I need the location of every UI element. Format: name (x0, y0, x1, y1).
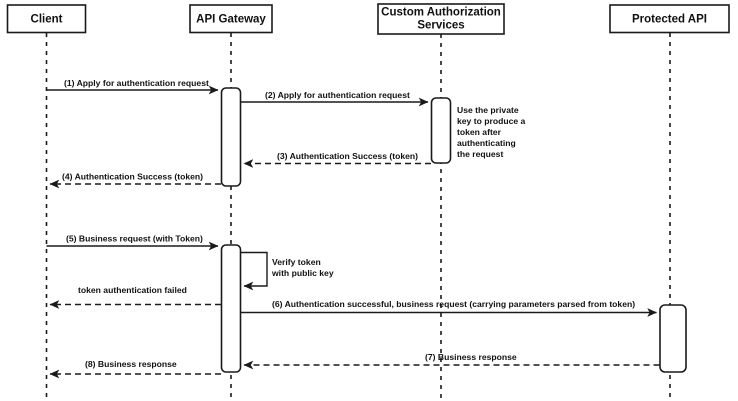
participant-head-client[interactable]: Client (6, 4, 87, 34)
message-1-label: (1) Apply for authentication request (64, 78, 209, 88)
message-5-business-request-with-token[interactable]: (5) Business request (with Token) (46, 234, 219, 251)
note-private-key-line-1: Use the private (457, 105, 519, 115)
note-private-key: Use the private key to produce a token a… (457, 105, 526, 159)
activation-bar-gateway-auth (220, 87, 242, 187)
message-token-authentication-failed-label: token authentication failed (78, 285, 187, 295)
participant-label-authsvc-line1: Custom Authorization (381, 7, 501, 19)
participant-head-protected[interactable]: Protected API (609, 4, 730, 34)
message-3-authentication-success-token[interactable]: (3) Authentication Success (token) (243, 151, 431, 168)
participant-label-gateway: API Gateway (196, 14, 266, 26)
activation-bar-authsvc (430, 97, 452, 164)
note-private-key-line-5: the request (457, 149, 503, 159)
message-5-label: (5) Business request (with Token) (66, 234, 203, 244)
participant-head-authsvc[interactable]: Custom Authorization Services (377, 3, 505, 35)
message-7-label: (7) Business response (425, 352, 517, 362)
participant-label-authsvc-line2: Services (417, 20, 464, 32)
message-6-authentication-successful-business-request[interactable]: (6) Authentication successful, business … (240, 299, 658, 317)
self-call-verify-token-line-1: Verify token (272, 257, 321, 267)
participant-label-protected: Protected API (632, 14, 707, 26)
activation-bar-protected (659, 304, 687, 373)
message-3-label: (3) Authentication Success (token) (277, 151, 418, 161)
self-call-verify-token-line-2: with public key (271, 268, 334, 278)
note-private-key-line-4: authenticating (457, 138, 516, 148)
note-private-key-line-2: key to produce a (457, 116, 526, 126)
self-call-verify-token[interactable]: Verify token with public key (240, 251, 334, 291)
message-6-label: (6) Authentication successful, business … (272, 299, 635, 309)
activation-bar-gateway-business (220, 244, 242, 373)
note-private-key-line-3: token after (457, 127, 502, 137)
message-4-label: (4) Authentication Success (token) (62, 172, 203, 182)
message-token-authentication-failed[interactable]: token authentication failed (49, 285, 221, 309)
message-8-label: (8) Business response (85, 359, 177, 369)
message-2-label: (2) Apply for authentication request (265, 90, 410, 100)
message-8-business-response[interactable]: (8) Business response (49, 359, 221, 379)
participant-head-gateway[interactable]: API Gateway (189, 4, 273, 34)
message-7-business-response[interactable]: (7) Business response (243, 352, 660, 370)
participant-label-client: Client (31, 14, 63, 26)
message-2-apply-for-authentication-request[interactable]: (2) Apply for authentication request (240, 90, 429, 107)
message-1-apply-for-authentication-request[interactable]: (1) Apply for authentication request (46, 78, 219, 95)
self-call-verify-token-arrow (240, 251, 268, 291)
message-4-authentication-success-token[interactable]: (4) Authentication Success (token) (49, 172, 221, 189)
